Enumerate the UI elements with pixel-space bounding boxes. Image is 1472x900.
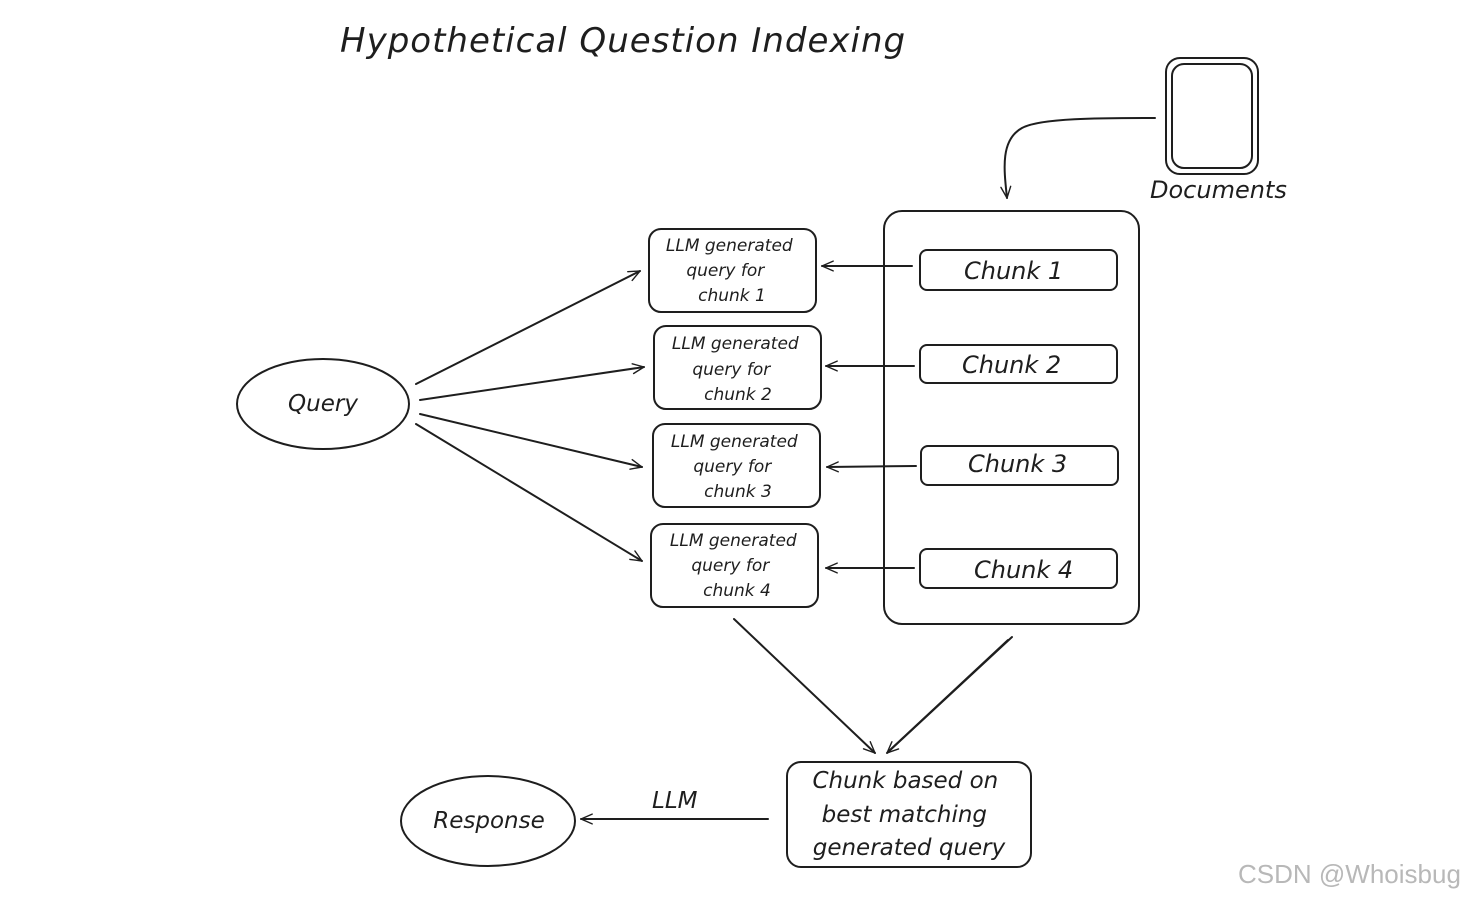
gen-query-3-line-3: chunk 3 (704, 482, 772, 502)
chunk3-to-gen3-arrow (826, 461, 917, 473)
document-icon (1165, 57, 1259, 175)
gen-query-4-line-2: query for (691, 556, 770, 576)
generated-query-box-2: LLM generated query for chunk 2 (653, 325, 822, 410)
best-match-box: Chunk based on best matching generated q… (786, 761, 1032, 868)
gen-query-1-line-1: LLM generated (666, 236, 793, 256)
query-to-gen1-arrow (415, 270, 641, 385)
svg-text:LLM generated query for: LLM generated query for chunk 1 (666, 236, 798, 306)
documents-label: Documents (1150, 176, 1287, 204)
query-node: Query (236, 358, 410, 450)
svg-text:LLM generated query for: LLM generated query for chunk 2 (672, 334, 804, 405)
gen-to-best-arrow (733, 618, 876, 754)
chunk-box-1: Chunk 1 (919, 249, 1118, 291)
response-label: Response (433, 808, 545, 834)
gen-query-1-line-3: chunk 1 (698, 286, 766, 306)
query-label: Query (288, 391, 358, 417)
query-to-gen4-arrow (415, 423, 643, 562)
chunk-label-3: Chunk 3 (968, 450, 1067, 478)
chunk-label-2: Chunk 2 (962, 351, 1061, 379)
generated-query-box-1: LLM generated query for chunk 1 (648, 228, 817, 313)
gen-query-2-line-3: chunk 2 (704, 385, 772, 405)
chunk-box-3: Chunk 3 (920, 445, 1119, 486)
chunk-label-4: Chunk 4 (974, 556, 1073, 584)
gen-query-4-line-1: LLM generated (670, 531, 797, 551)
chunk-label-1: Chunk 1 (964, 257, 1063, 285)
best-match-line-3: generated query (813, 835, 1006, 861)
gen-query-3-line-2: query for (693, 457, 772, 477)
generated-query-box-3: LLM generated query for chunk 3 (652, 423, 821, 508)
llm-edge-label: LLM (652, 788, 698, 814)
gen-query-3-line-1: LLM generated (671, 432, 798, 452)
query-to-gen3-arrow (419, 413, 643, 470)
best-match-line-2: best matching (822, 802, 987, 828)
gen-query-2-line-2: query for (692, 360, 771, 380)
response-node: Response (400, 775, 576, 867)
svg-text:LLM generated query for: LLM generated query for chunk 3 (671, 432, 803, 502)
svg-text:Chunk based on best matc: Chunk based on best matching generated q… (812, 768, 1005, 861)
diagram-title: Hypothetical Question Indexing (340, 21, 906, 61)
chunk-box-2: Chunk 2 (919, 344, 1118, 384)
chunk-box-4: Chunk 4 (919, 548, 1118, 589)
watermark-text: CSDN @Whoisbug (1238, 859, 1461, 889)
gen-query-4-line-3: chunk 4 (703, 581, 771, 601)
svg-text:LLM generated query for: LLM generated query for chunk 4 (670, 531, 802, 601)
documents-to-chunks-arrow (1000, 117, 1156, 199)
gen-query-1-line-2: query for (686, 261, 765, 281)
generated-query-box-4: LLM generated query for chunk 4 (650, 523, 819, 608)
query-to-gen2-arrow (419, 363, 645, 401)
best-match-line-1: Chunk based on (812, 768, 998, 794)
gen-query-2-line-1: LLM generated (672, 334, 799, 354)
chunk-container (883, 210, 1140, 625)
